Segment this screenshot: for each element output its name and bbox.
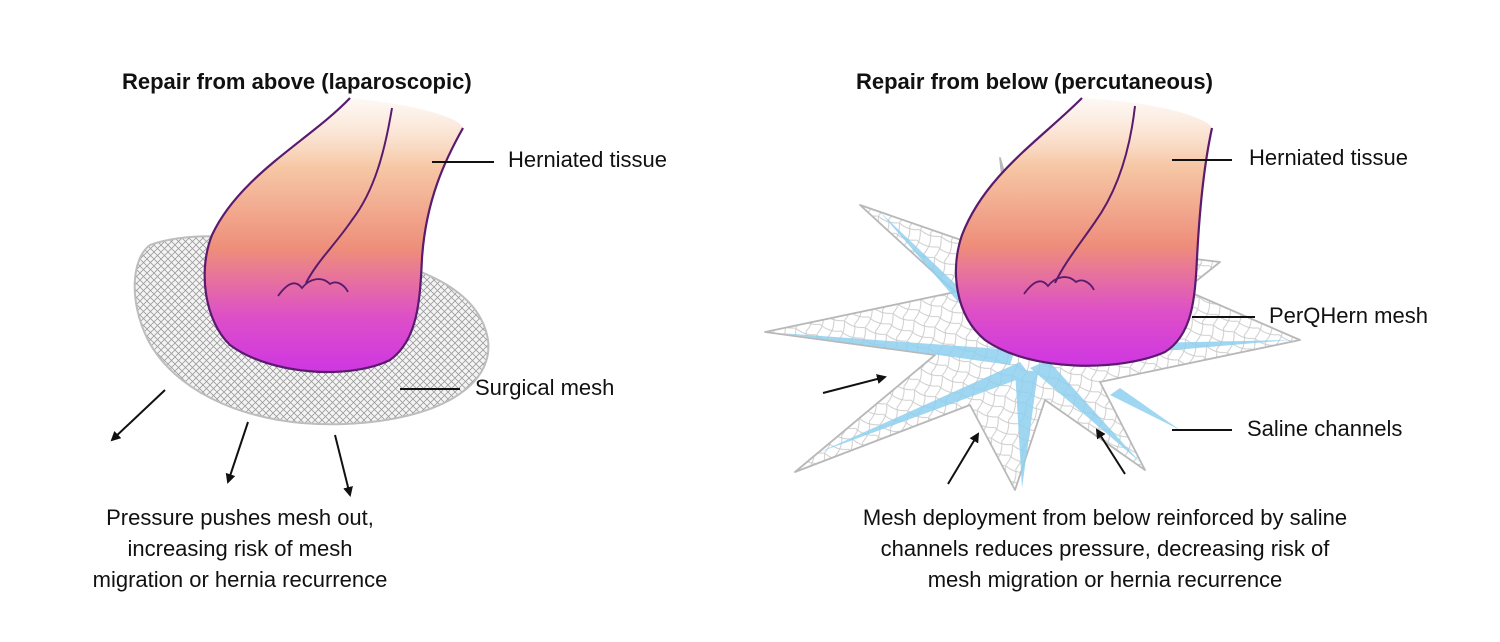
right-mesh-label: PerQHern mesh: [1269, 303, 1428, 328]
right-panel-title: Repair from below (percutaneous): [856, 69, 1213, 94]
right-caption-line: Mesh deployment from below reinforced by…: [862, 505, 1348, 530]
pressure-arrow: [947, 432, 980, 485]
saline-channel: [1110, 388, 1180, 430]
right-tissue-label: Herniated tissue: [1249, 145, 1408, 170]
left-caption-line: increasing risk of mesh: [127, 536, 353, 562]
tissue-crease: [277, 278, 349, 297]
pressure-arrow: [110, 389, 166, 442]
pressure-arrow: [225, 421, 249, 484]
tissue-inner-fold-line: [305, 107, 393, 284]
left-caption: Pressure pushes mesh out, increasing ris…: [40, 502, 440, 596]
tissue-inner-fold-line: [1054, 105, 1136, 284]
pressure-arrow: [1095, 428, 1126, 475]
herniated-tissue-shape: [955, 98, 1212, 366]
left-mesh-label: Surgical mesh: [475, 375, 615, 400]
tissue-crease: [1023, 276, 1095, 295]
tissue-outline-right: [954, 97, 1214, 367]
left-panel-figure: [110, 97, 494, 497]
saline-channel: [820, 362, 1030, 452]
tissue-outline-left: [203, 97, 464, 374]
saline-channel: [1015, 370, 1038, 488]
left-caption-line: Pressure pushes mesh out,: [106, 505, 374, 530]
right-channels-label: Saline channels: [1247, 416, 1403, 441]
left-caption-line: migration or hernia recurrence: [92, 567, 388, 593]
saline-channel: [780, 333, 1015, 365]
right-caption-line: mesh migration or hernia recurrence: [927, 567, 1283, 593]
left-panel-title: Repair from above (laparoscopic): [122, 69, 472, 94]
saline-channel: [1030, 360, 1140, 462]
pressure-arrow: [822, 374, 887, 394]
right-caption: Mesh deployment from below reinforced by…: [790, 502, 1420, 596]
left-tissue-label: Herniated tissue: [508, 147, 667, 172]
pressure-arrow: [334, 434, 353, 497]
right-panel-figure: [764, 97, 1301, 491]
right-caption-line: channels reduces pressure, decreasing ri…: [880, 536, 1330, 562]
